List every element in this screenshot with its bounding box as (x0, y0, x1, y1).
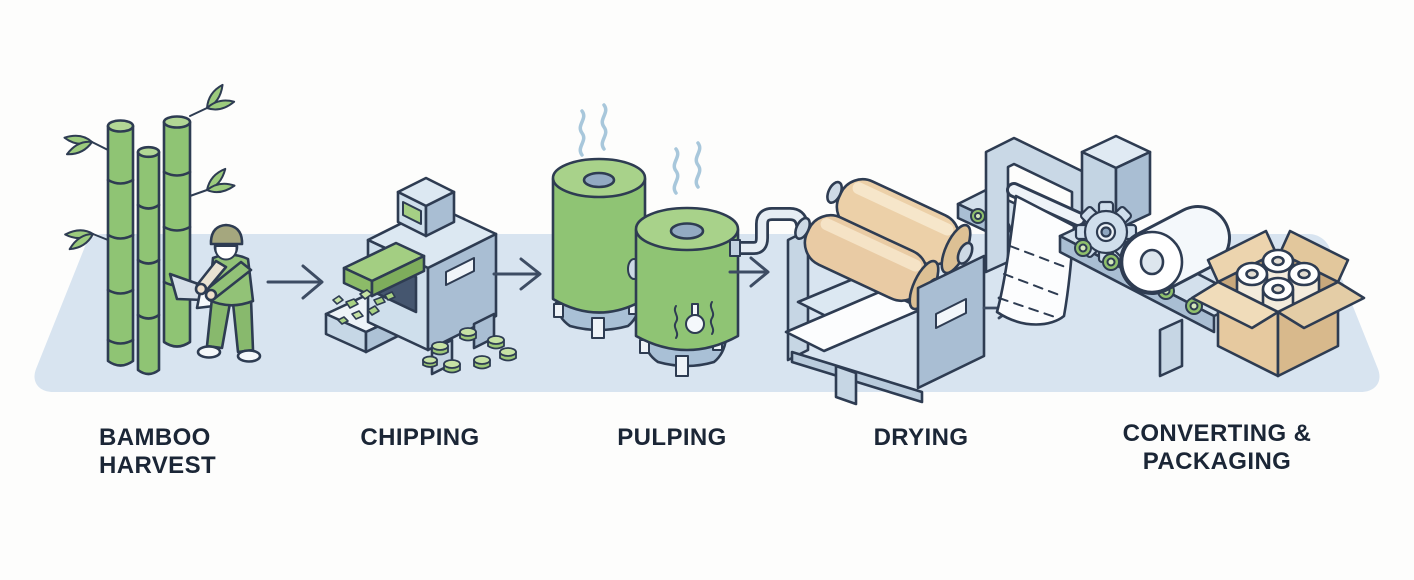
pulping-tanks-illustration (551, 103, 811, 377)
stage-label-line: CONVERTING & (1122, 420, 1312, 447)
stage-label-pulping: PULPING (572, 424, 772, 452)
bamboo-chips-icon (422, 327, 517, 374)
toilet-paper-roll-icon (1119, 205, 1231, 295)
arrow-icon (266, 264, 324, 300)
chipping-machine-illustration (324, 176, 517, 376)
bamboo-chips-icon (332, 289, 396, 325)
stage-label-line: DRYING (873, 424, 969, 451)
drying-roller-icon (826, 177, 974, 275)
worker-figure (168, 223, 262, 363)
stage-label-line: HARVEST (99, 452, 217, 479)
bamboo-stalk-icon (136, 145, 161, 376)
steam-icon (578, 103, 702, 195)
gear-icon (1074, 200, 1138, 264)
bamboo-stalk-icon (106, 119, 135, 367)
arrow-icon (492, 257, 542, 291)
stage-label-converting-packaging: CONVERTING & PACKAGING (1092, 420, 1342, 476)
arrow-icon (728, 256, 770, 288)
stage-label-line: CHIPPING (360, 424, 480, 451)
stage-label-chipping: CHIPPING (320, 424, 520, 452)
perforation-lines (998, 245, 1069, 319)
stage-label-line: PACKAGING (1142, 448, 1292, 475)
gauge-icon (673, 301, 715, 339)
stage-label-bamboo-harvest: BAMBOO HARVEST (99, 424, 216, 480)
stage-label-drying: DRYING (821, 424, 1021, 452)
packaging-box-illustration (1190, 229, 1366, 378)
stage-label-line: PULPING (617, 424, 727, 451)
bamboo-leaf-icon (63, 83, 236, 251)
stage-label-line: BAMBOO (99, 424, 211, 451)
drying-machine-illustration (784, 177, 986, 406)
bamboo-harvest-illustration (63, 83, 262, 376)
bamboo-stalk-icon (162, 115, 192, 348)
